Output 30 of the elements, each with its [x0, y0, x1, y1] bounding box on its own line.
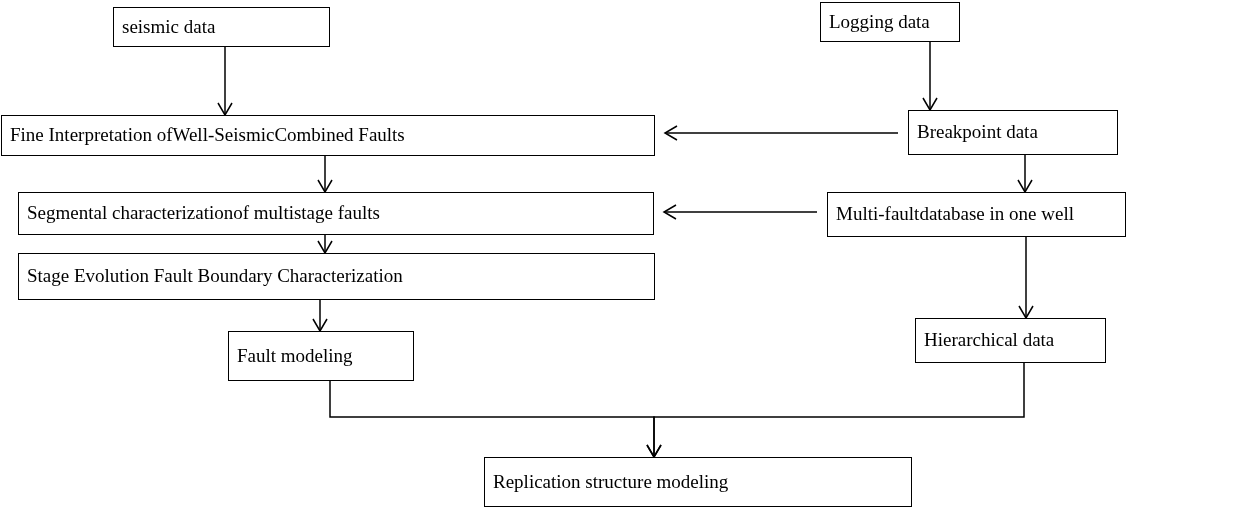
box-label: Segmental characterizationof multistage faults: [27, 201, 380, 226]
box-label: Hierarchical data: [924, 328, 1055, 353]
arrow: [646, 362, 1025, 458]
arrow: [1018, 236, 1034, 319]
process-box: [484, 457, 912, 507]
arrow: [1017, 154, 1033, 193]
arrow: [317, 234, 333, 254]
process-box: [1, 115, 655, 156]
box-label: Breakpoint data: [917, 120, 1038, 145]
arrow: [663, 204, 818, 220]
process-box: [18, 253, 655, 300]
box-label: Fault modeling: [237, 343, 353, 368]
process-box: [908, 110, 1118, 155]
box-label: seismic data: [122, 14, 216, 39]
box-label: Fine Interpretation ofWell-SeismicCombined Faults: [10, 123, 405, 148]
arrow: [922, 41, 938, 111]
process-box: [827, 192, 1126, 237]
process-box: [228, 331, 414, 381]
box-label: Logging data: [829, 9, 930, 34]
process-box: [915, 318, 1106, 363]
arrow: [312, 299, 328, 332]
process-box: [113, 7, 330, 47]
process-box: [18, 192, 654, 235]
box-label: Multi-faultdatabase in one well: [836, 202, 1074, 227]
arrow: [217, 46, 233, 116]
box-label: Stage Evolution Fault Boundary Characterization: [27, 264, 403, 289]
box-label: Replication structure modeling: [493, 469, 729, 494]
arrow: [317, 155, 333, 193]
process-box: [820, 2, 960, 42]
arrow: [664, 125, 899, 141]
